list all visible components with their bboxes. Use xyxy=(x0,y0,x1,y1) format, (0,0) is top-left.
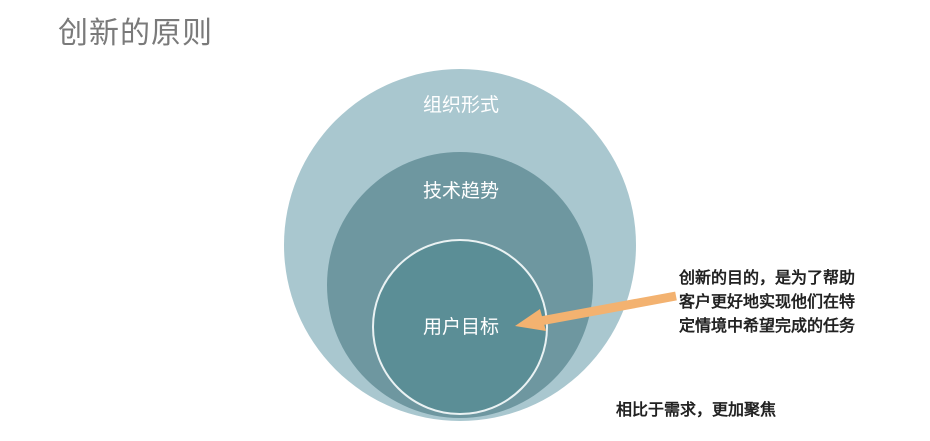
inner-circle-label: 用户目标 xyxy=(423,316,499,338)
outer-circle-label: 组织形式 xyxy=(423,94,499,116)
inner-circle xyxy=(372,239,548,415)
annotation-line: 创新的目的，是为了帮助 xyxy=(679,268,856,287)
middle-circle-label: 技术趋势 xyxy=(423,180,499,202)
annotation-line: 客户更好地实现他们在特 xyxy=(679,292,856,311)
annotation-text: 创新的目的，是为了帮助 客户更好地实现他们在特 定情境中希望完成的任务 xyxy=(679,266,919,338)
page-title: 创新的原则 xyxy=(58,16,213,51)
pointer-arrow xyxy=(515,291,677,331)
annotation-line: 定情境中希望完成的任务 xyxy=(679,316,856,335)
footnote-text: 相比于需求，更加聚焦 xyxy=(616,400,777,419)
